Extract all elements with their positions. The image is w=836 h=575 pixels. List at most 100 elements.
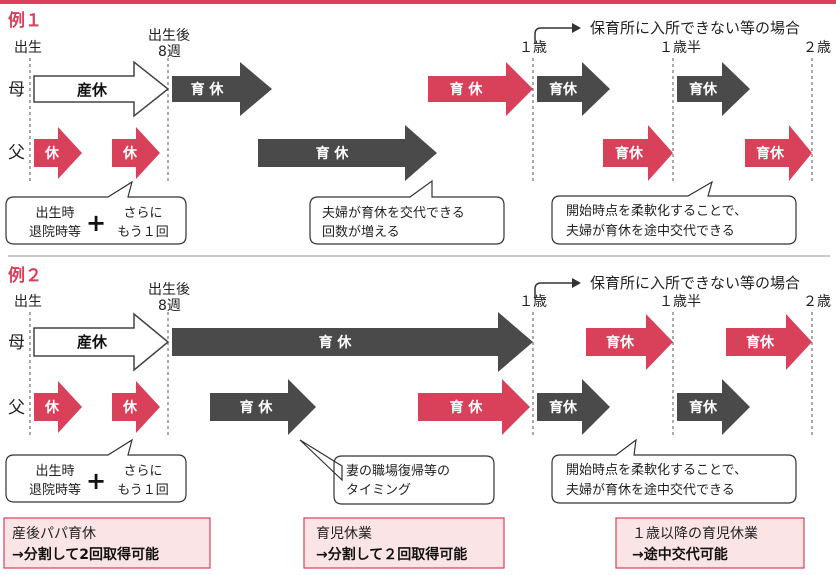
callout-1-line-a1: 出生時: [35, 206, 74, 221]
callout-3-line-1: 開始時点を柔軟化することで、: [566, 203, 747, 219]
plus-icon: +: [86, 467, 106, 495]
summary-box-1: [3, 517, 211, 569]
mother-leave-long-arrow: [172, 312, 533, 372]
nursery-note-connector: [534, 282, 572, 299]
nursery-note: 保育所に入所できない等の場合: [590, 19, 800, 37]
summary-box-3: [615, 517, 805, 569]
callout-1-line-b2: もう１回: [117, 483, 169, 498]
mother-leave-label: 育 休: [191, 81, 225, 98]
example-2-title: 例２: [8, 265, 42, 286]
maternity-leave-label: 産休: [77, 81, 108, 99]
father-leave-pink-label: 育 休: [450, 399, 484, 416]
mother-leave-dark-arrow-2: [677, 62, 750, 116]
arrow-head-icon: [572, 23, 581, 33]
timeline-guides: [29, 58, 813, 182]
callout-3-line-2: 夫婦が育休を途中交代できる: [566, 223, 735, 239]
nursery-note-connector: [534, 27, 572, 44]
father-leave-dark-label: 育 休: [316, 145, 350, 162]
maternity-leave-label: 産休: [77, 333, 108, 351]
mother-leave-dark-label-1: 育休: [549, 81, 578, 98]
example-1-title: 例１: [8, 10, 42, 31]
callout-flexible-start: [551, 438, 797, 504]
callout-1-line-a1: 出生時: [35, 464, 74, 479]
label-1-5-year: １歳半: [659, 294, 701, 310]
callout-2-line-1: 夫婦が育休を交代できる: [322, 205, 465, 221]
label-8-weeks: 8週: [158, 298, 181, 314]
mother-leave-long-label: 育 休: [319, 334, 353, 351]
plus-icon: +: [86, 209, 106, 237]
father-leave-pink-arrow: [418, 379, 530, 435]
callout-1-line-a2: 退院時等: [29, 482, 81, 498]
row-father: 父: [8, 398, 25, 418]
father-leave-dark-label-3: 育休: [689, 399, 718, 416]
callout-flexible-start: [551, 180, 797, 245]
summary-3-detail: →途中交代可能: [632, 546, 728, 563]
mother-leave-pink-label-2: 育休: [746, 334, 775, 351]
label-birth: 出生: [14, 294, 42, 310]
mother-leave-arrow: [172, 62, 272, 116]
arrow-head-icon: [572, 278, 581, 288]
callout-swap-count: [309, 179, 505, 245]
summary-1-title: 産後パパ育休: [12, 526, 96, 542]
label-1-year: １歳: [519, 294, 547, 310]
callout-1-line-a2: 退院時等: [29, 224, 81, 240]
callout-3-line-2: 夫婦が育休を途中交代できる: [566, 482, 735, 498]
father-leave-dark-label-2: 育休: [549, 399, 578, 416]
callout-1-line-b1: さらに: [123, 206, 162, 221]
callout-split-twice: [5, 438, 187, 503]
label-1-year: １歳: [519, 40, 547, 56]
example-2: 例２ 保育所に入所できない等の場合 出生 出生後 8週 １歳 １歳半 ２歳 母 …: [5, 265, 831, 505]
summary-box-2: [303, 517, 505, 569]
label-after-birth: 出生後: [148, 28, 190, 44]
label-2-year: ２歳: [803, 40, 831, 56]
father-leave-short-label-2: 休: [122, 145, 138, 162]
callout-3-line-1: 開始時点を柔軟化することで、: [566, 462, 747, 478]
father-leave-short-arrow-2: [112, 381, 160, 433]
callout-2-line-2: タイミング: [346, 483, 411, 498]
label-2-year: ２歳: [803, 294, 831, 310]
mother-leave-pink-arrow-1: [586, 314, 673, 370]
father-leave-pink-label-1: 育休: [615, 145, 644, 162]
example-1: 例１ 保育所に入所できない等の場合 出生 出生後 8週 １歳 １歳半 ２歳 母 …: [5, 10, 831, 245]
row-father: 父: [8, 143, 25, 163]
father-leave-dark-label: 育 休: [240, 399, 274, 416]
mother-leave-dark-label-2: 育休: [689, 81, 718, 98]
father-leave-short-arrow-1: [34, 381, 82, 433]
summary-1-detail: →分割して2回取得可能: [12, 546, 159, 563]
row-mother: 母: [8, 80, 25, 100]
father-leave-short-label-2: 休: [122, 399, 138, 416]
mother-leave-dark-arrow-1: [537, 62, 610, 116]
nursery-note: 保育所に入所できない等の場合: [590, 274, 800, 292]
label-birth: 出生: [14, 40, 42, 56]
father-leave-short-arrow-2: [112, 127, 160, 179]
callout-1-line-b1: さらに: [123, 464, 162, 479]
father-leave-short-label-1: 休: [44, 145, 60, 162]
callout-return-timing: [299, 439, 495, 505]
father-leave-dark-arrow: [210, 379, 316, 435]
mother-leave-pink-label-1: 育休: [606, 334, 635, 351]
callout-split-twice: [5, 180, 187, 245]
maternity-leave-arrow: [33, 60, 170, 118]
callout-2-line-1: 妻の職場復帰等の: [346, 463, 450, 479]
mother-leave-pink-arrow: [428, 62, 533, 116]
summary-2-detail: →分割して２回取得可能: [316, 546, 467, 563]
mother-leave-pink-arrow-2: [726, 314, 812, 370]
mother-leave-pink-label: 育 休: [450, 81, 484, 98]
row-mother: 母: [8, 333, 25, 353]
callout-2-line-2: 回数が増える: [322, 225, 400, 240]
label-1-5-year: １歳半: [659, 40, 701, 56]
father-leave-dark-arrow: [258, 125, 437, 181]
timeline-guides: [29, 312, 813, 436]
callout-1-line-b2: もう１回: [117, 225, 169, 240]
father-leave-dark-arrow-3: [677, 379, 750, 435]
father-leave-dark-arrow-2: [537, 379, 610, 435]
label-after-birth: 出生後: [148, 282, 190, 298]
father-leave-pink-arrow-1: [603, 125, 673, 181]
father-leave-short-arrow-1: [34, 127, 82, 179]
father-leave-short-label-1: 休: [44, 399, 60, 416]
label-8-weeks: 8週: [158, 44, 181, 60]
summary-2-title: 育児休業: [316, 526, 372, 542]
top-rule: [0, 0, 836, 4]
maternity-leave-arrow: [33, 312, 170, 372]
